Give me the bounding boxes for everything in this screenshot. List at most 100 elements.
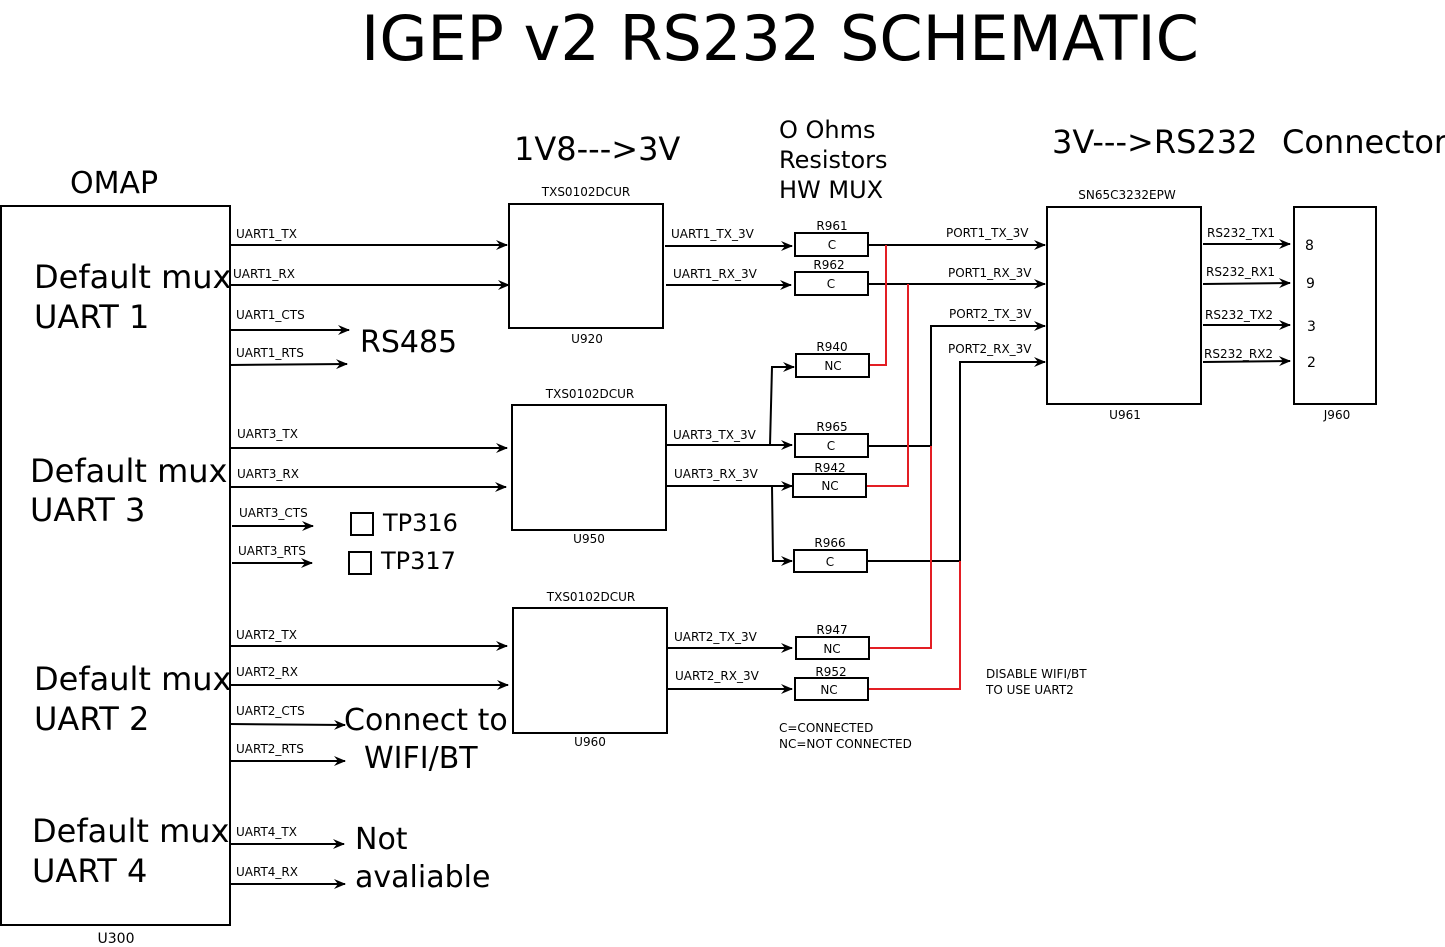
signal-label: UART1_RTS [236, 346, 304, 360]
wire [1202, 356, 1291, 367]
resistor-state: NC [823, 642, 840, 656]
chip-u920 [508, 203, 664, 329]
resistor-state: C [826, 555, 834, 569]
red-wire [869, 245, 887, 366]
signal-label: UART2_CTS [236, 704, 305, 718]
na-label-1: Not [355, 822, 408, 857]
tp317-label: TP317 [380, 547, 456, 575]
output-label: RS232_TX1 [1207, 226, 1275, 240]
resistor-state: NC [824, 359, 841, 373]
wire [769, 362, 795, 446]
signal-label: UART2_TX [236, 628, 297, 642]
chip-u960 [512, 607, 668, 734]
resistor-ref: R942 [814, 461, 845, 475]
omap-heading: OMAP [70, 166, 158, 201]
legend-not-connected: NC=NOT CONNECTED [779, 737, 912, 751]
signal-label: UART2_RTS [236, 742, 304, 756]
port-label: PORT1_TX_3V [946, 226, 1029, 240]
transceiver-ref: U961 [1109, 408, 1141, 422]
test-point-tp317 [348, 551, 372, 575]
connector-heading: Connector [1282, 123, 1445, 161]
signal-label: UART2_RX [236, 665, 298, 679]
signal-label: UART4_RX [236, 865, 298, 879]
chip-part: TXS0102DCUR [541, 185, 630, 199]
na-label-2: avaliable [355, 860, 490, 895]
wire [867, 357, 1046, 562]
tp316-label: TP316 [382, 509, 458, 537]
wire [229, 359, 348, 370]
resistor-ref: R966 [814, 536, 845, 550]
test-point-tp316 [350, 512, 374, 536]
mux-heading-1: O Ohms [779, 116, 876, 144]
port-label: PORT1_RX_3V [948, 266, 1032, 280]
mux-heading-2: Resistors [779, 146, 888, 174]
resistor-ref: R947 [816, 623, 847, 637]
level-shift-signals: UART1_TX_3V UART1_RX_3V UART3_TX_3V UART… [665, 227, 795, 694]
mux-output-wires [867, 240, 1046, 690]
chip-ref: U950 [573, 532, 605, 546]
resistor-state: C [828, 238, 836, 252]
omap-ref: U300 [98, 931, 135, 947]
signal-label: UART1_RX_3V [673, 267, 758, 281]
mux-heading-3: HW MUX [779, 176, 883, 204]
wire [771, 485, 793, 566]
resistor-r962 [794, 271, 869, 296]
signal-label: UART3_CTS [239, 506, 308, 520]
port-label: PORT2_RX_3V [948, 342, 1032, 356]
red-wire [869, 446, 932, 649]
signal-label: UART4_TX [236, 825, 297, 839]
group-uart3-line1: Default mux [30, 452, 227, 490]
note-line-1: DISABLE WIFI/BT [986, 667, 1087, 681]
resistor-state: NC [820, 683, 837, 697]
group-uart3-line2: UART 3 [30, 491, 145, 529]
resistor-r942 [792, 473, 867, 498]
resistor-r961 [794, 232, 869, 257]
wire [229, 719, 346, 730]
signal-label: UART1_TX [236, 227, 297, 241]
signal-label: UART3_RTS [238, 544, 306, 558]
transceiver-part: SN65C3232EPW [1078, 188, 1176, 202]
chip-part: TXS0102DCUR [546, 590, 635, 604]
wifi-label-1: Connect to [344, 703, 508, 738]
level-shift-heading: 1V8--->3V [514, 130, 680, 168]
resistor-ref: R962 [813, 258, 844, 272]
group-uart1-line2: UART 1 [34, 298, 149, 336]
pin-label: 9 [1306, 276, 1315, 292]
wire [1202, 278, 1291, 289]
resistor-ref: R961 [816, 219, 847, 233]
transceiver-heading: 3V--->RS232 [1052, 123, 1257, 161]
connector-j960 [1293, 206, 1377, 405]
chip-ref: U960 [574, 735, 606, 749]
resistor-r965 [794, 433, 869, 458]
port-labels: PORT1_TX_3V PORT1_RX_3V PORT2_TX_3V PORT… [946, 226, 1032, 356]
omap-block [0, 205, 231, 926]
rs232-outputs: RS232_TX1 RS232_RX1 RS232_TX2 RS232_RX2 [1202, 226, 1291, 367]
signal-label: UART2_TX_3V [674, 630, 758, 644]
signal-label: UART3_RX_3V [674, 467, 759, 481]
resistor-r940 [795, 353, 870, 378]
resistors: R961 C R962 C R940 NC R965 C R942 NC R96… [792, 219, 870, 701]
chip-u950 [511, 404, 667, 531]
rs485-label: RS485 [360, 325, 457, 360]
legend-connected: C=CONNECTED [779, 721, 873, 735]
resistor-state: C [827, 439, 835, 453]
output-label: RS232_RX2 [1204, 347, 1273, 361]
resistor-r966 [793, 549, 868, 573]
signal-label: UART1_CTS [236, 308, 305, 322]
connector-ref: J960 [1323, 408, 1350, 422]
red-wire [868, 561, 961, 690]
red-wire [867, 284, 909, 487]
signal-label: UART3_RX [237, 467, 299, 481]
signal-label: UART3_TX_3V [673, 428, 757, 442]
omap-signals: UART1_TX UART1_RX UART1_CTS UART1_RTS UA… [229, 227, 510, 889]
group-uart4-line2: UART 4 [32, 852, 147, 890]
group-uart4-line1: Default mux [32, 812, 229, 850]
output-label: RS232_RX1 [1206, 265, 1275, 279]
group-uart2-line2: UART 2 [34, 700, 149, 738]
resistor-r952 [794, 677, 869, 701]
resistor-ref: R965 [816, 420, 847, 434]
signal-label: UART1_TX_3V [671, 227, 755, 241]
signal-label: UART2_RX_3V [675, 669, 760, 683]
pin-label: 2 [1307, 355, 1316, 371]
